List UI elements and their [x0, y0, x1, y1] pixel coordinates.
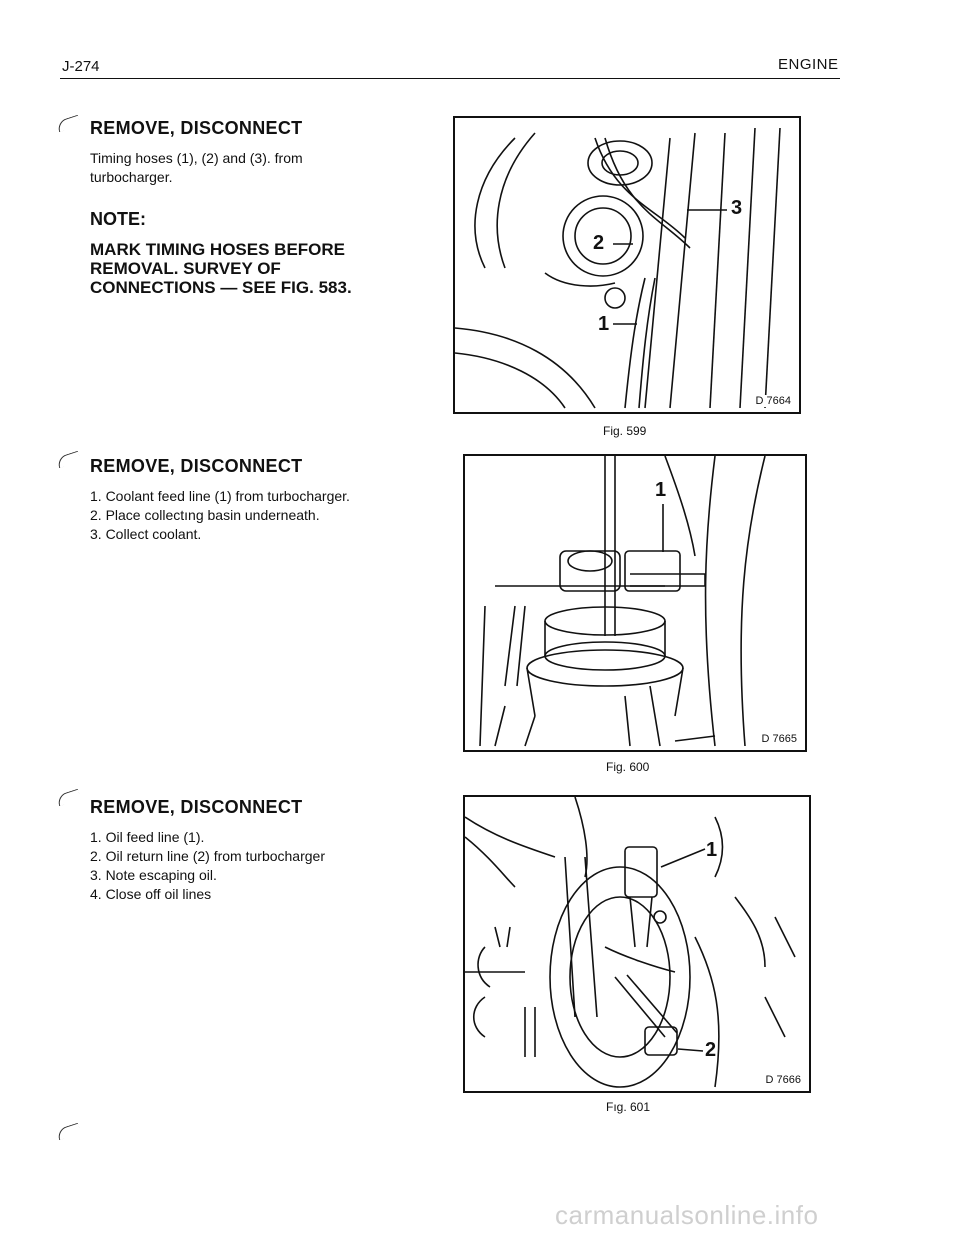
margin-mark — [55, 450, 82, 469]
step-item: 2. Place collectıng basin underneath. — [90, 507, 320, 523]
margin-mark — [55, 788, 82, 807]
section-timing-hoses: REMOVE, DISCONNECT Timing hoses (1), (2)… — [90, 118, 430, 297]
note-text: MARK TIMING HOSES BEFORE REMOVAL. SURVEY… — [90, 240, 352, 297]
figure-600-drawing — [479, 456, 766, 747]
watermark: carmanualsonline.info — [555, 1200, 819, 1230]
callout-3: 3 — [731, 197, 743, 219]
section-heading: REMOVE, DISCONNECT — [90, 456, 303, 476]
step-item: 4. Close off oil lines — [90, 886, 212, 902]
step-item: 3. Note escaping oil. — [90, 867, 217, 883]
section-coolant-line: REMOVE, DISCONNECT 1. Coolant feed line … — [90, 456, 430, 544]
step-list: 1. Oil feed line (1). 2. Oil return line… — [90, 828, 430, 904]
figure-600-coolant-feed-line: 1 D 7665 — [463, 454, 807, 752]
callout-1: 1 — [655, 479, 667, 501]
margin-mark — [55, 114, 82, 133]
figure-caption: Fig. 600 — [606, 760, 650, 774]
step-item: 2. Oil return line (2) from turbocharger — [90, 848, 325, 864]
figure-599-drawing — [455, 127, 781, 409]
callout-2: 2 — [705, 1039, 717, 1061]
callout-1: 1 — [598, 313, 610, 335]
figure-caption: Fig. 599 — [603, 424, 647, 438]
step-item: 3. Collect coolant. — [90, 526, 202, 542]
callout-2: 2 — [593, 232, 605, 254]
margin-mark — [55, 1122, 82, 1141]
section-body: Timing hoses (1), (2) and (3). from turb… — [90, 150, 303, 185]
section-oil-lines: REMOVE, DISCONNECT 1. Oil feed line (1).… — [90, 797, 430, 904]
drawing-id: D 7664 — [753, 395, 793, 407]
note-label: NOTE: — [90, 209, 146, 229]
section-title: ENGINE — [778, 56, 839, 73]
step-item: 1. Oil feed line (1). — [90, 829, 205, 845]
figure-601-oil-feed-return-lines: 1 2 D 7666 — [463, 795, 811, 1093]
drawing-id: D 7665 — [759, 733, 799, 745]
step-item: 1. Coolant feed line (1) from turbocharg… — [90, 488, 350, 504]
section-heading: REMOVE, DISCONNECT — [90, 797, 303, 817]
header-rule — [60, 78, 840, 79]
section-heading: REMOVE, DISCONNECT — [90, 118, 303, 138]
step-list: 1. Coolant feed line (1) from turbocharg… — [90, 487, 430, 544]
figure-599-turbo-timing-hoses: 2 3 1 D 7664 — [453, 116, 801, 414]
callout-1: 1 — [706, 839, 718, 861]
figure-601-drawing — [465, 797, 796, 1088]
drawing-id: D 7666 — [763, 1074, 803, 1086]
page-number: J-274 — [62, 58, 100, 75]
figure-caption: Fıg. 601 — [606, 1100, 651, 1114]
